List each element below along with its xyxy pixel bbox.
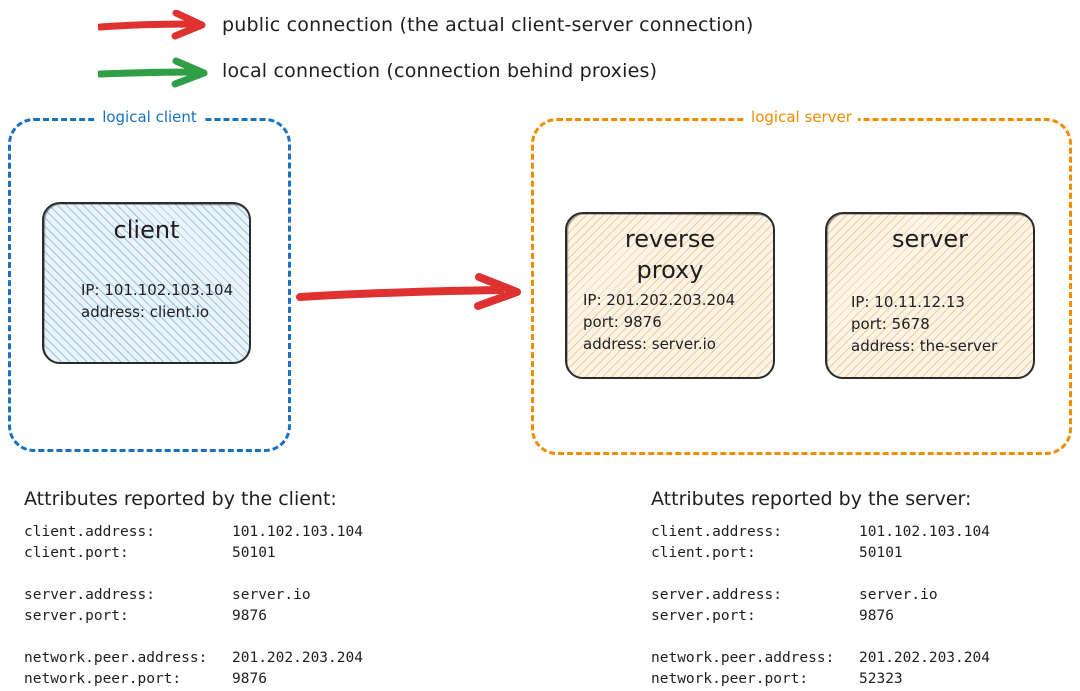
attributes-row: network.peer.address: 201.202.203.204 — [24, 648, 363, 669]
logical-client-container: logical client — [8, 108, 291, 452]
attributes-row-value: 201.202.203.204 — [232, 650, 363, 666]
attributes-row-key: client.port: — [651, 545, 756, 561]
attributes-row-key: server.port: — [24, 608, 129, 624]
legend-label-local-connection: local connection (connection behind prox… — [222, 60, 658, 82]
attributes-panel-server: Attributes reported by the server: clien… — [651, 486, 990, 690]
attributes-row: server.port: 9876 — [651, 606, 990, 627]
attributes-row-value: 101.102.103.104 — [859, 524, 990, 540]
attributes-row: server.address: server.io — [24, 585, 363, 606]
attributes-row-key: network.peer.port: — [651, 671, 809, 687]
node-reverse-proxy-details: IP: 201.202.203.204 port: 9876 address: … — [583, 291, 736, 353]
legend-row-public-connection: public connection (the actual client-ser… — [0, 6, 1080, 46]
attributes-row-value: server.io — [859, 587, 938, 603]
attributes-row-key: client.address: — [24, 524, 155, 540]
node-server-details: IP: 10.11.12.13 port: 5678 address: the-… — [851, 293, 998, 355]
attributes-row-value: 50101 — [232, 545, 276, 561]
attributes-row-key: network.peer.port: — [24, 671, 182, 687]
attributes-server-table: client.address: 101.102.103.104 client.por… — [651, 522, 990, 690]
attributes-row-value: 9876 — [859, 608, 894, 624]
attributes-row: client.address: 101.102.103.104 — [651, 522, 990, 543]
attributes-row-key: client.port: — [24, 545, 129, 561]
legend-label-public-connection: public connection (the actual client-ser… — [222, 14, 754, 36]
attributes-row: client.port: 50101 — [651, 543, 990, 564]
attributes-panel-client: Attributes reported by the client: clien… — [24, 486, 363, 690]
attributes-row: server.address: server.io — [651, 585, 990, 606]
legend: public connection (the actual client-ser… — [0, 0, 1080, 108]
attributes-row-key: server.address: — [24, 587, 155, 603]
attributes-row: client.port: 50101 — [24, 543, 363, 564]
attributes-row-value: 9876 — [232, 671, 267, 687]
attributes-client-table: client.address: 101.102.103.104 client.por… — [24, 522, 363, 690]
node-reverse-proxy-title: reverse proxy — [624, 225, 716, 284]
node-client-title: client — [113, 216, 180, 244]
logical-server-label: logical server — [745, 108, 858, 126]
attributes-row-value: 9876 — [232, 608, 267, 624]
attributes-row-value: 52323 — [859, 671, 903, 687]
logical-client-label: logical client — [96, 108, 203, 126]
node-reverse-proxy[interactable]: reverse proxy IP: 201.202.203.204 port: … — [565, 212, 775, 379]
attributes-client-heading: Attributes reported by the client: — [24, 488, 337, 510]
node-server[interactable]: server IP: 10.11.12.13 port: 5678 addres… — [825, 212, 1035, 379]
attributes-row: network.peer.port: 52323 — [651, 669, 990, 690]
public-connection-arrow-icon — [296, 273, 521, 310]
attributes-row: server.port: 9876 — [24, 606, 363, 627]
attributes-row: client.address: 101.102.103.104 — [24, 522, 363, 543]
attributes-server-heading: Attributes reported by the server: — [651, 488, 972, 510]
node-client[interactable]: client IP: 101.102.103.104 address: clie… — [42, 202, 251, 364]
legend-row-local-connection: local connection (connection behind prox… — [0, 52, 1080, 92]
attributes-row-key: network.peer.address: — [24, 650, 208, 666]
attributes-row-key: server.address: — [651, 587, 782, 603]
logical-server-container: logical server — [531, 108, 1072, 455]
node-server-title: server — [892, 225, 968, 253]
node-client-details: IP: 101.102.103.104 address: client.io — [81, 281, 234, 321]
green-arrow-icon — [98, 57, 208, 88]
red-arrow-icon — [98, 10, 206, 40]
attributes-group-spacer — [24, 564, 363, 585]
attributes-group-spacer — [651, 564, 990, 585]
attributes-row: network.peer.address: 201.202.203.204 — [651, 648, 990, 669]
attributes-group-spacer — [651, 627, 990, 648]
attributes-row-key: server.port: — [651, 608, 756, 624]
attributes-row-value: 201.202.203.204 — [859, 650, 990, 666]
attributes-row-value: 101.102.103.104 — [232, 524, 363, 540]
attributes-row-key: network.peer.address: — [651, 650, 835, 666]
attributes-row: network.peer.port: 9876 — [24, 669, 363, 690]
attributes-row-key: client.address: — [651, 524, 782, 540]
attributes-group-spacer — [24, 627, 363, 648]
attributes-row-value: server.io — [232, 587, 311, 603]
attributes-row-value: 50101 — [859, 545, 903, 561]
